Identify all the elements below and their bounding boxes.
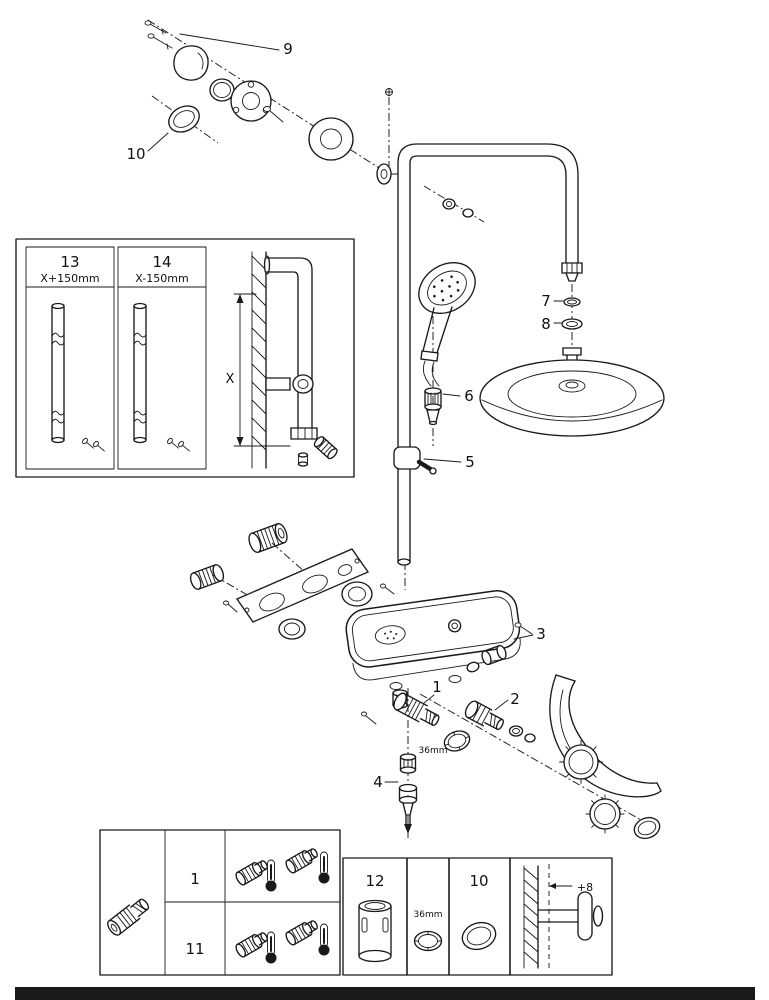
check-valve-2 xyxy=(464,700,504,731)
panel-box-12: 12 xyxy=(365,872,384,890)
adapter-stack-4 xyxy=(398,753,418,834)
dimension-36mm: 36mm xyxy=(419,746,448,756)
shower-rail-and-arm xyxy=(397,143,579,566)
callout-6: 6 xyxy=(464,387,474,405)
thermometer-icon xyxy=(318,851,330,884)
extension-screws-14 xyxy=(178,440,190,452)
callout-4: 4 xyxy=(373,773,383,791)
gasket-box: 10 xyxy=(448,857,511,976)
leader-9 xyxy=(179,33,280,51)
tiny-screw xyxy=(361,711,377,725)
shower-column: 7 8 xyxy=(393,143,665,590)
check-valve-1 xyxy=(393,692,440,726)
escutcheon-ring xyxy=(308,117,354,161)
leader-1 xyxy=(423,694,435,704)
tiny-screw xyxy=(380,583,395,595)
thermometer-icon xyxy=(265,859,277,892)
installation-depth-detail: +8 xyxy=(509,857,613,976)
callout-1: 1 xyxy=(432,678,442,696)
leader-2 xyxy=(494,699,509,711)
offset-dimension: +8 xyxy=(577,881,593,894)
leader-6 xyxy=(442,393,461,397)
mounting-screw xyxy=(144,20,167,35)
inset-14-number: 14 xyxy=(152,253,171,271)
callout-3: 3 xyxy=(536,625,546,643)
wall-mounting-plate xyxy=(235,548,370,623)
inset-13-dimension: X+150mm xyxy=(40,272,99,285)
wall-mount-detail: X xyxy=(226,251,338,469)
mounting-flange xyxy=(230,80,272,122)
oval-gasket xyxy=(168,105,200,133)
callout-8: 8 xyxy=(541,315,551,333)
o-ring xyxy=(209,78,235,102)
x-dimension: X xyxy=(226,293,291,447)
callout-9: 9 xyxy=(283,40,293,58)
rain-shower-head xyxy=(479,347,665,437)
escutcheon-ring xyxy=(341,581,373,607)
panel-cell-11: 11 xyxy=(185,940,204,958)
inset-14-dimension: X-150mm xyxy=(135,272,188,285)
inset-13-number: 13 xyxy=(60,253,79,271)
gasket-8 xyxy=(561,318,583,330)
leader-5 xyxy=(423,458,462,463)
valve-thermometer-row xyxy=(235,848,330,892)
hose-connector-6 xyxy=(424,387,442,426)
ring-nut-cell: 36mm xyxy=(406,857,450,976)
extension-screws-13 xyxy=(82,437,94,449)
rail-mount-parts xyxy=(442,198,474,218)
panel-cell-1: 1 xyxy=(190,870,200,888)
leader-3 xyxy=(513,634,534,640)
x-dimension-label: X xyxy=(226,372,235,387)
callout-10: 10 xyxy=(126,145,145,163)
coupling-part xyxy=(107,898,150,936)
extension-pipe-13 xyxy=(51,302,65,444)
callout-7: 7 xyxy=(541,292,551,310)
wall-union-flange xyxy=(376,163,399,185)
callout-5: 5 xyxy=(465,453,475,471)
extension-screws-14 xyxy=(167,437,179,449)
wall-hatching xyxy=(523,867,539,965)
shelf-bracket-assembly xyxy=(549,674,662,840)
mounting-screw xyxy=(263,106,284,123)
ring-nut-36mm xyxy=(443,730,471,752)
eccentric-union xyxy=(189,564,225,590)
part-3-fittings xyxy=(466,622,533,673)
mounting-screw xyxy=(147,33,173,50)
panel-dimension-36mm: 36mm xyxy=(414,910,443,920)
escutcheon-ring xyxy=(278,618,306,640)
arm-end-fitting xyxy=(561,262,583,282)
gasket-7 xyxy=(563,297,581,307)
knob-gasket xyxy=(633,816,661,840)
valve-assembly: 3 1 2 xyxy=(189,522,649,838)
extension-screws-13 xyxy=(93,440,105,452)
volume-knob xyxy=(585,794,625,834)
angled-union xyxy=(313,436,338,460)
panel-box-10: 10 xyxy=(469,872,488,890)
wall-hatching xyxy=(251,255,267,451)
hand-shower xyxy=(418,262,476,387)
extension-inset-box: 13 X+150mm 14 X-150mm xyxy=(15,238,355,478)
rail-slider-5 xyxy=(393,446,437,475)
leader-10 xyxy=(147,132,169,152)
part-12-box: 12 xyxy=(342,857,408,976)
arm-screw xyxy=(385,88,393,166)
extension-pipe-14 xyxy=(133,302,147,444)
top-exploded-assembly: 9 10 xyxy=(126,19,399,185)
callout-2: 2 xyxy=(510,690,520,708)
volume-knob xyxy=(559,740,603,784)
tiny-screw xyxy=(223,600,238,613)
bottom-parts-panel: 1 11 xyxy=(99,829,613,976)
eccentric-union xyxy=(248,522,288,554)
bottom-bar xyxy=(15,987,755,1000)
